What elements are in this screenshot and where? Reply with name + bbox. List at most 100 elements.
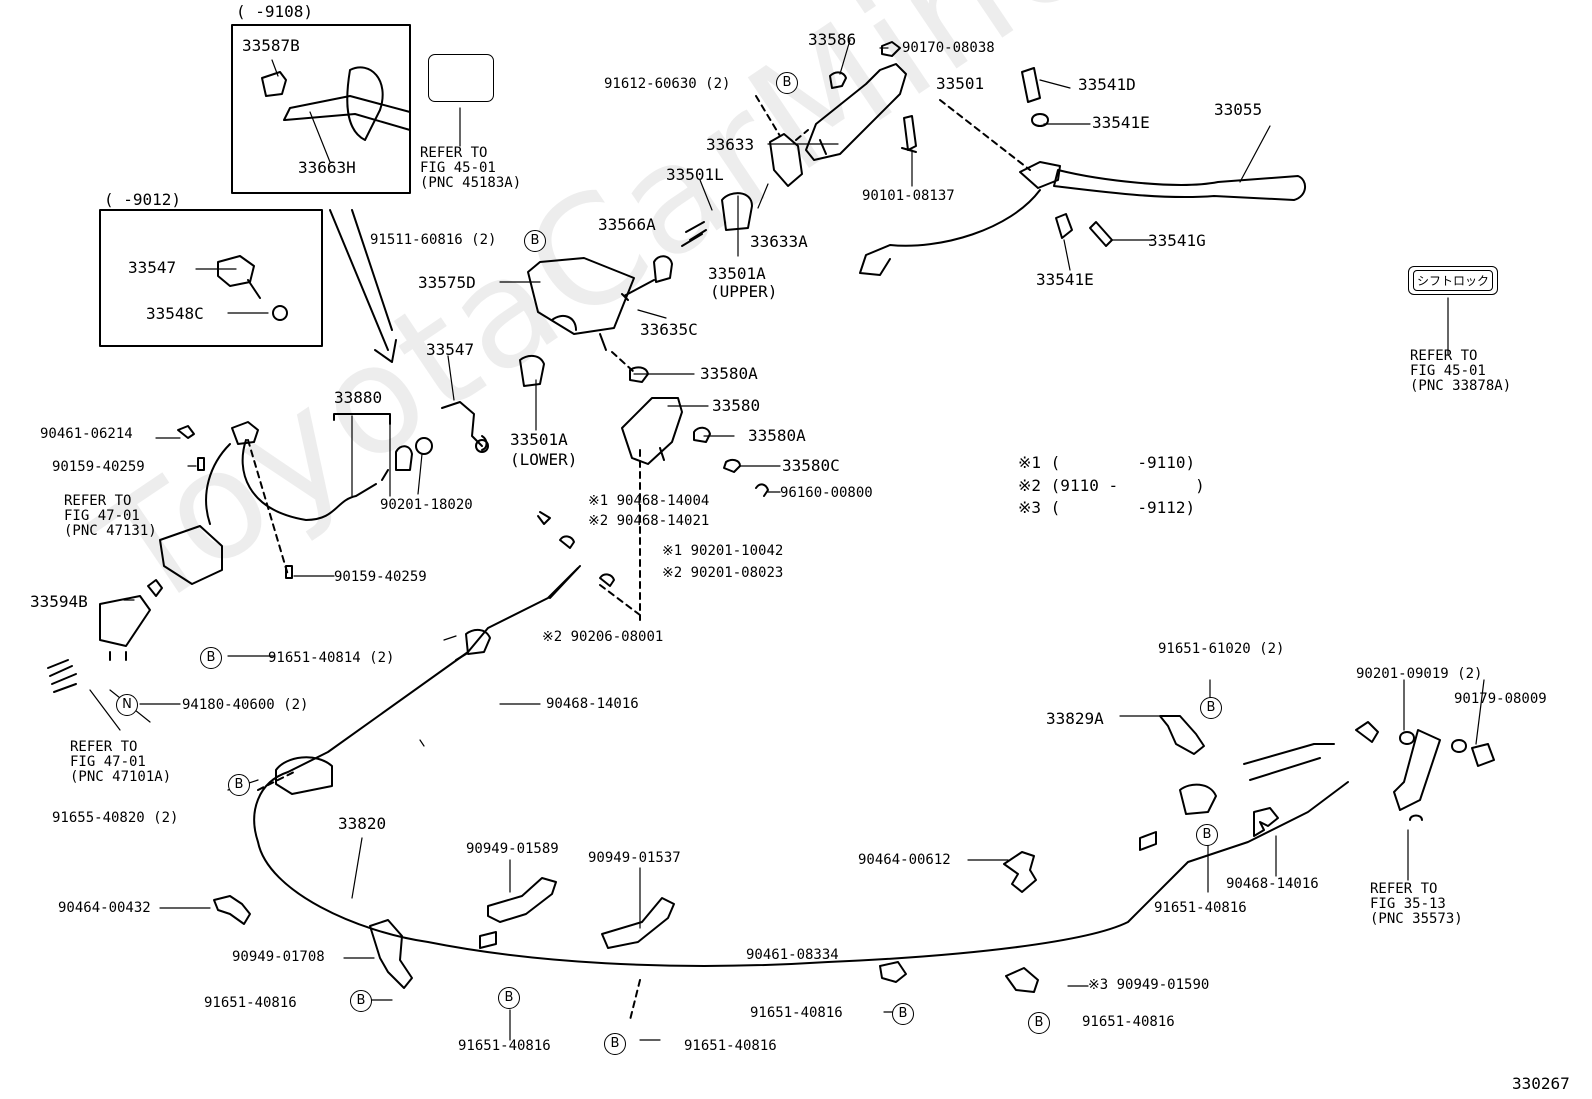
refer-33878a: REFER TO FIG 45-01 (PNC 33878A) [1410,348,1512,394]
nut-90170 [881,41,901,57]
cable-33820 [253,567,1349,967]
callout-90101: 90101-08137 [862,188,955,204]
badge-b-91651-40816-m: B [892,1003,914,1025]
callout-33594b: 33594B [30,592,88,611]
refer-35573: REFER TO FIG 35-13 (PNC 35573) [1370,881,1463,927]
callout-33580: 33580 [712,396,761,415]
grommet-91655 [275,756,333,795]
collar-33635c [653,255,673,283]
harness-wire [205,439,377,525]
callout-range-9012: ( -9012) [104,190,182,209]
lever-33501 [805,63,907,161]
dashed-leaders-upper [755,95,1031,171]
clip-33587b [261,71,287,97]
dashed-leaders-mid [599,351,641,621]
callout-33501a-upper: 33501A [708,264,766,283]
callout-33586: 33586 [808,30,857,49]
callout-leaders [123,39,1485,1041]
callout-90461-06214: 90461-06214 [40,426,133,442]
knob-lever-33055 [1019,161,1306,201]
badge-b-91651-40816-rb: B [1028,1012,1050,1034]
clamp-90464-00432 [213,895,251,925]
callout-94180: 94180-40600 (2) [182,697,309,713]
callout-90206: ※2 90206-08001 [542,629,664,645]
label-upper: (UPPER) [710,282,778,301]
bracket-90949-01589 [487,877,557,923]
callout-90464-00612: 90464-00612 [858,852,951,868]
cable-end-lower [1179,721,1379,815]
callout-90170: 90170-08038 [902,40,995,56]
cushion-33541e-top [1031,113,1049,127]
callout-90179: 90179-08009 [1454,691,1547,707]
callout-91655: 91655-40820 (2) [52,810,179,826]
dashed-leaders-left [247,439,295,791]
callout-33566a: 33566A [598,215,656,234]
bracket-33829a [1159,715,1205,755]
dashed-leader-bottom [629,979,641,1021]
part-33586 [829,71,847,89]
collar-33501a-upper [721,192,753,231]
shift-lock-label: シフトロック [1408,266,1499,295]
callout-33575d: 33575D [418,273,476,292]
callout-33541g: 33541G [1148,231,1206,250]
refer-47101a: REFER TO FIG 47-01 (PNC 47101A) [70,739,172,785]
inset-frame-9012 [99,209,323,347]
note-2: ※2 (9110 - ) [1018,476,1205,495]
callout-33541e-bot: 33541E [1036,270,1094,289]
washer-90201-18020 [415,437,433,455]
bracket-33663h [283,66,411,141]
callout-33541d: 33541D [1078,75,1136,94]
callout-90201-09019: 90201-09019 (2) [1356,666,1483,682]
callout-91651-40816-m: 91651-40816 [750,1005,843,1021]
bracket-33880 [333,413,391,425]
callout-90461-08334: 90461-08334 [746,947,839,963]
pin-33547-inset [217,255,261,299]
part-33633 [769,133,803,187]
cap-33880 [381,445,413,481]
callout-33547-inset: 33547 [128,258,177,277]
bush-33580a [693,426,711,443]
callout-33580a-top: 33580A [700,364,758,383]
callout-91651-61020: 91651-61020 (2) [1158,641,1285,657]
callout-90468-14021: ※2 90468-14021 [588,513,710,529]
bracket-90949-01590 [1005,967,1039,993]
clips-90468 [537,511,615,587]
callout-90468-14016-b: 90468-14016 [1226,876,1319,892]
callout-33880: 33880 [334,388,383,407]
callout-33501a-lower: 33501A [510,430,568,449]
callout-90201-10042: ※1 90201-10042 [662,543,784,559]
refer-45183a: REFER TO FIG 45-01 (PNC 45183A) [420,145,522,191]
callout-33541e-top: 33541E [1092,113,1150,132]
callout-33829a: 33829A [1046,709,1104,728]
washer-33580c [723,458,741,473]
callout-33580c: 33580C [782,456,840,475]
note-3: ※3 ( -9112) [1018,498,1196,517]
callout-91651-40816-r: 91651-40816 [1154,900,1247,916]
callout-90201-08023: ※2 90201-08023 [662,565,784,581]
washer-bush-right [1399,731,1495,767]
callout-90201-18020: 90201-18020 [380,497,473,513]
lever-33580 [621,397,683,465]
callout-91651-40816-b2: 91651-40816 [684,1038,777,1054]
callout-91651-40816-rb: 91651-40816 [1082,1014,1175,1030]
badge-b-91511: B [524,230,546,252]
spring-lower-left [47,659,77,693]
callout-33633: 33633 [706,135,755,154]
callout-33635c: 33635C [640,320,698,339]
callout-90159-top: 90159-40259 [52,459,145,475]
badge-b-91655: B [228,774,250,796]
spring-33501l [681,221,707,247]
callout-90949-01708: 90949-01708 [232,949,325,965]
ball-33548c [272,305,288,321]
inset-frame-9108 [231,24,411,194]
badge-b-91651-40816-b2: B [604,1033,626,1055]
callout-96160: 96160-00800 [780,485,873,501]
badge-b-91651-40816-l: B [350,990,372,1012]
pin-33566a [621,279,655,301]
callout-91612: 91612-60630 (2) [604,76,731,92]
ball-33547 [475,439,489,453]
note-1: ※1 ( -9110) [1018,453,1196,472]
callout-90949-01537: 90949-01537 [588,850,681,866]
callout-90159-bot: 90159-40259 [334,569,427,585]
collar-33501a-lower [519,354,545,387]
